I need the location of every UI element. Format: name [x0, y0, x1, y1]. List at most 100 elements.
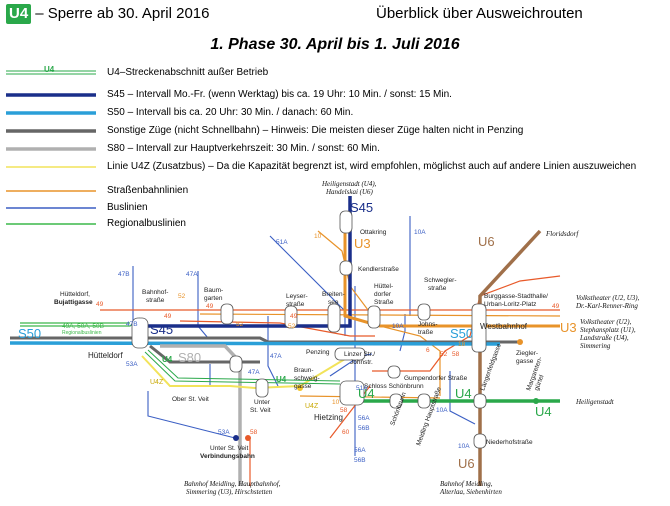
dest-meidling-right: Bahnhof Meidling, — [440, 480, 493, 488]
legend-text: Sonstige Züge (nicht Schnellbahn) – Hinw… — [107, 125, 524, 136]
regional-small-label: Regionalbuslinien — [62, 330, 102, 336]
station-johnstrasse: Johns- — [418, 321, 438, 328]
station-linzer: Linzer Str./ — [344, 351, 375, 358]
station-hietzing: Hietzing — [314, 413, 343, 422]
route-52-c: 52 — [288, 323, 296, 330]
s45-top-label: S45 — [350, 200, 373, 215]
route-47b-top: 47B — [118, 271, 130, 278]
station-zieglergasse: Ziegler- — [516, 350, 538, 357]
legend-swatch — [6, 93, 96, 97]
legend-text: S80 – Intervall zur Hauptverkehrszeit: 3… — [107, 143, 380, 154]
legend-swatch — [6, 207, 96, 209]
header-right-title: Überblick über Ausweichrouten — [376, 5, 583, 22]
route-51a: 51A — [276, 239, 288, 246]
dest-landstrasse: Landstraße (U4), — [579, 334, 629, 342]
route-56b: 56B — [358, 425, 370, 432]
u4-right-label: U4 — [535, 404, 552, 419]
route-52-58b: 58 — [452, 351, 460, 358]
u3-right-label: U3 — [560, 320, 577, 335]
route-49-d: 49 — [290, 313, 298, 320]
u6-bottom-label: U6 — [458, 456, 475, 471]
route-10a-bottom: 10A — [436, 407, 448, 414]
legend-text: Buslinien — [107, 202, 148, 213]
route-49-e: 49 — [552, 303, 560, 310]
dest-meidling-left-2: Simmering (U3), Hirschstetten — [186, 488, 273, 496]
u4z-route — [141, 355, 351, 390]
route-regional-49a-50a-50b: 49A, 50A, 50B — [62, 323, 104, 330]
s50-right-label: S50 — [450, 326, 473, 341]
station-unter-st-veit: Unter — [254, 399, 271, 406]
route-10-bottom: 10 — [332, 399, 340, 406]
legend-swatch — [6, 166, 96, 168]
u3-top-label: U3 — [354, 236, 371, 251]
header-title-text: – Sperre ab 30. April 2016 — [35, 5, 210, 22]
route-47a-mid: 47A — [270, 353, 282, 360]
station-huetteldorf-bujatti: Hütteldorf, — [60, 291, 90, 298]
s80-line — [160, 344, 242, 486]
route-58-low: 58 — [250, 429, 258, 436]
station-huetteldorfer: Hüttel- — [374, 283, 393, 290]
route-49-b: 49 — [164, 313, 172, 320]
dest-volkstheater-r: Volkstheater (U2), — [580, 318, 632, 326]
station-burggasse-2: Urban-Loritz-Platz — [484, 301, 536, 308]
route-51a-low: 51A — [356, 385, 368, 392]
legend-closed-mark: U4 — [44, 66, 55, 74]
dest-volkstheater-top: Volkstheater (U2, U3), — [576, 294, 640, 302]
route-52-a: 52 — [178, 293, 186, 300]
station-huetteldorfer-2: dorfer — [374, 291, 392, 298]
legend-swatch — [6, 111, 96, 115]
station-gumpendorfer: Gumpendorfer Straße — [404, 375, 468, 382]
route-10a-low: 10A — [458, 443, 470, 450]
route-18: 18 — [458, 341, 466, 348]
legend-text: S50 – Intervall bis ca. 20 Uhr: 30 Min. … — [107, 107, 354, 118]
station-westbahnhof: Westbahnhof — [480, 322, 528, 331]
s45-mid-label: S45 — [150, 322, 173, 337]
station-ottakring: Ottakring — [360, 229, 387, 236]
station-bahnhofstrasse: Bahnhof- — [142, 289, 168, 296]
route-56b-low: 56B — [354, 457, 366, 464]
station-kendlerstrasse: Kendlerstraße — [358, 266, 399, 273]
station-braunschweiggasse-2: schweig- — [294, 375, 320, 382]
station-unter-st-veit-2: St. Veit — [250, 407, 271, 414]
station-johnstrasse-2: traße — [418, 329, 434, 336]
phase-title: 1. Phase 30. April bis 1. Juli 2016 — [210, 36, 460, 53]
dest-simmering: Simmering — [580, 342, 611, 350]
route-60: 60 — [342, 429, 350, 436]
station-linzer-2: Johnstr. — [350, 359, 373, 366]
u4-closed-mark-2: U4 — [276, 375, 287, 384]
legend-text: U4–Streckenabschnitt außer Betrieb — [107, 67, 269, 78]
station-burggasse: Burggasse-Stadthalle/ — [484, 293, 548, 300]
station-niederhofstrasse: Niederhofstraße — [486, 439, 533, 446]
u4-mid2-label: U4 — [455, 386, 472, 401]
station-leyserstrasse: Leyser- — [286, 293, 308, 300]
s50-line — [9, 341, 501, 346]
u4-closed-section — [144, 349, 341, 385]
dest-meidling-right-2: Alterlaa, Siebenhirten — [439, 488, 502, 496]
dest-floridsdorf: Floridsdorf — [545, 230, 579, 238]
s80-label: S80 — [178, 350, 201, 365]
u6-line — [478, 229, 542, 486]
route-53a-low: 53A — [218, 429, 230, 436]
route-47b-mid: 47B — [126, 321, 138, 328]
u4-mid-label: U4 — [358, 386, 375, 401]
route-53a-top: 53A — [126, 361, 138, 368]
route-badges: 47B 47A 51A 10A 10A 10A 10A 49 49 49 49 … — [62, 229, 560, 464]
destination-labels: Heiligenstadt (U4), Handelskai (U6) Flor… — [62, 180, 640, 496]
dest-renner-ring: Dr.-Karl-Renner-Ring — [575, 302, 638, 310]
legend-text: Linie U4Z (Zusatzbus) – Da die Kapazität… — [107, 161, 637, 172]
station-schwegler-2: straße — [428, 285, 447, 292]
dest-heiligenstadt-r: Heiligenstadt — [575, 398, 615, 406]
legend-swatch — [6, 129, 96, 133]
station-schwegler: Schwegler- — [424, 277, 457, 284]
u4z-right-label: U4Z — [305, 403, 319, 410]
legend-text: S45 – Intervall Mo.-Fr. (wenn Werktag) b… — [107, 89, 452, 100]
route-6-mid: 6 — [426, 347, 430, 354]
station-bahnhofstrasse-2: straße — [146, 297, 165, 304]
header-title: U4– Sperre ab 30. April 2016 — [6, 4, 209, 24]
station-dots — [233, 339, 539, 441]
other-trains-line — [10, 336, 520, 344]
legend-swatch: U4 — [6, 66, 96, 75]
route-10a-top: 10A — [414, 229, 426, 236]
station-baumgarten: Baum- — [204, 287, 223, 294]
route-52-58a: 52 — [440, 351, 448, 358]
